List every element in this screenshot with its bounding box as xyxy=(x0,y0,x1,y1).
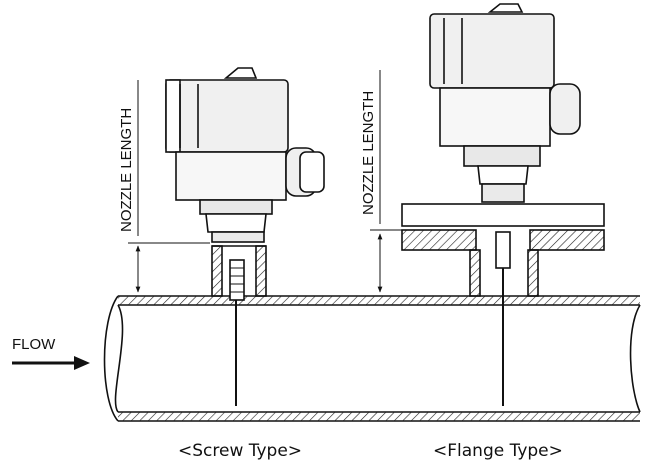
flange-type-caption: <Flange Type> xyxy=(433,441,563,461)
flange-type-sensor xyxy=(401,3,605,406)
flow-arrow-icon xyxy=(12,356,90,370)
flow-label: FLOW xyxy=(12,336,56,353)
nozzle-length-dimension-right xyxy=(370,70,404,293)
nozzle-length-label-left: NOZZLE LENGTH xyxy=(118,108,135,232)
pipe xyxy=(103,295,641,422)
screw-type-sensor xyxy=(165,67,325,406)
nozzle-length-dimension-left xyxy=(128,80,210,293)
nozzle-length-label-right: NOZZLE LENGTH xyxy=(360,91,377,215)
screw-type-caption: <Screw Type> xyxy=(178,441,302,461)
